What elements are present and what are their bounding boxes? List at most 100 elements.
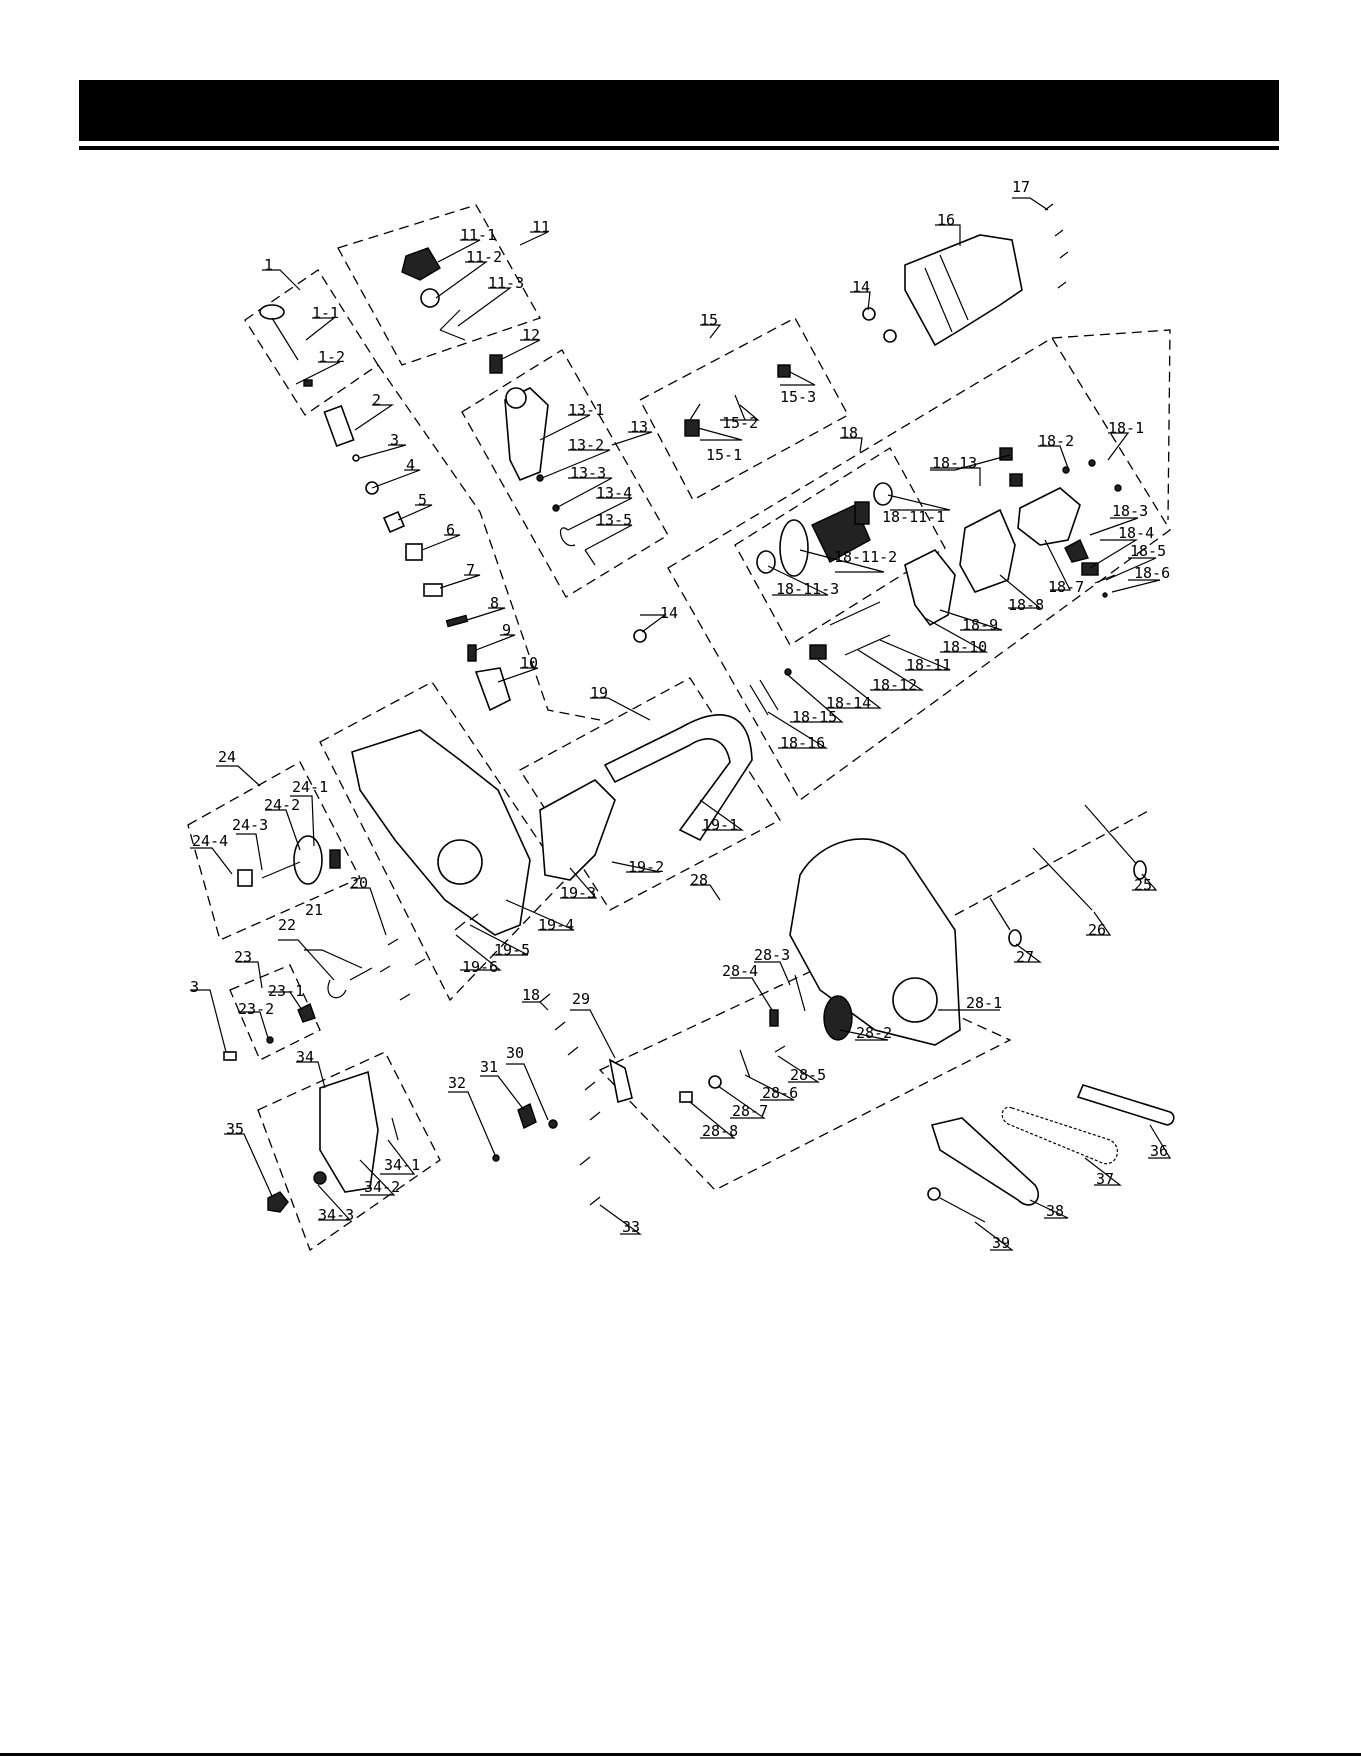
label-23-2: 23-2 [238,1000,274,1018]
group-box-34 [257,1051,441,1252]
label-17: 17 [1012,178,1030,196]
footer-rule [0,1753,1361,1756]
group-box-24 [187,761,361,941]
group-box-18 [667,337,1171,801]
part-27-tool [989,897,1011,931]
label-28-6: 28-6 [762,1084,798,1102]
label-15-2: 15-2 [722,414,758,432]
label-5: 5 [418,491,427,509]
label-13-1: 13-1 [568,401,604,419]
label-30: 30 [506,1044,524,1062]
label-23-1: 23-1 [268,982,304,1000]
label-34-2: 34-2 [364,1178,400,1196]
part-15-1-switch [684,419,700,437]
group-outlines [187,204,1171,1252]
label-11-2: 11-2 [466,248,502,266]
label-21: 21 [305,901,323,919]
component-shapes [223,203,1175,1223]
part-18-11-2-fan [779,519,809,577]
label-28-8: 28-8 [702,1122,738,1140]
label-18-5: 18-5 [1130,542,1166,560]
label-28-5: 28-5 [790,1066,826,1084]
label-1: 1 [264,256,273,274]
label-19-3: 19-3 [560,884,596,902]
label-18-8: 18-8 [1008,596,1044,614]
chain-line-motor-bar [1051,329,1171,521]
label-18-10: 18-10 [942,638,987,656]
label-18-4: 18-4 [1118,524,1154,542]
label-3b: 3 [190,978,199,996]
part-29-plate [608,1058,633,1104]
part-18-8-stator [959,508,1016,593]
group-box-15 [639,317,849,501]
label-31: 31 [480,1058,498,1076]
part-13-1-oil-tank [504,387,549,482]
label-8: 8 [490,594,499,612]
part-28-1-right-housing [789,838,961,1046]
label-19-1: 19-1 [702,816,738,834]
part-18-9-cover [904,548,956,627]
label-13: 13 [630,418,648,436]
assembly-line-bar [954,809,1151,916]
label-18b: 18 [522,986,540,1004]
label-37: 37 [1096,1170,1114,1188]
label-35: 35 [226,1120,244,1138]
label-14a: 14 [852,278,870,296]
label-36: 36 [1150,1142,1168,1160]
label-24-1: 24-1 [292,778,328,796]
group-box-23 [229,964,321,1061]
label-26: 26 [1088,921,1106,939]
label-18-13: 18-13 [932,454,977,472]
label-28: 28 [690,871,708,889]
label-24-3: 24-3 [232,816,268,834]
group-box-28 [598,959,1012,1191]
label-19: 19 [590,684,608,702]
label-25: 25 [1134,876,1152,894]
callout-leaders [190,197,1172,1251]
part-37-chain [1001,1106,1118,1165]
label-15: 15 [700,311,718,329]
label-14b: 14 [660,604,678,622]
callout-labels: 1 1-1 1-2 2 3 4 5 6 7 8 9 10 11-1 11-2 1… [190,178,1170,1252]
label-11-3: 11-3 [488,274,524,292]
part-2-sleeve [323,404,355,448]
part-28-2-clutch [823,995,853,1041]
label-38: 38 [1046,1202,1064,1220]
label-19-5: 19-5 [494,941,530,959]
label-18-9: 18-9 [962,616,998,634]
part-38-scabbard [930,1117,1040,1206]
label-11-1: 11-1 [460,226,496,244]
label-18-2: 18-2 [1038,432,1074,450]
label-13-3: 13-3 [570,464,606,482]
label-3a: 3 [390,431,399,449]
label-28-7: 28-7 [732,1102,768,1120]
part-39-wrench [927,1187,941,1201]
label-34: 34 [296,1048,314,1066]
label-29: 29 [572,990,590,1008]
group-box-13 [461,349,669,598]
label-24: 24 [218,748,236,766]
header-bar [79,80,1279,141]
label-6: 6 [446,521,455,539]
part-34-sprocket-cover [319,1070,379,1193]
label-24-2: 24-2 [264,796,300,814]
label-28-3: 28-3 [754,946,790,964]
part-19-4-left-housing [351,729,531,936]
group-box-1 [244,269,379,416]
label-12: 12 [522,326,540,344]
part-35-nut [267,1191,289,1213]
label-32: 32 [448,1074,466,1092]
part-25-tool [1084,804,1141,869]
label-13-5: 13-5 [596,511,632,529]
label-18-12: 18-12 [872,676,917,694]
label-10: 10 [520,654,538,672]
part-11-1-gear [401,247,441,281]
label-1-1: 1-1 [312,304,339,322]
part-16-motor-housing [904,234,1023,347]
header-rule [79,146,1279,150]
label-34-3: 34-3 [318,1206,354,1224]
label-9: 9 [502,621,511,639]
label-28-1: 28-1 [966,994,1002,1012]
label-34-1: 34-1 [384,1156,420,1174]
label-16: 16 [937,211,955,229]
